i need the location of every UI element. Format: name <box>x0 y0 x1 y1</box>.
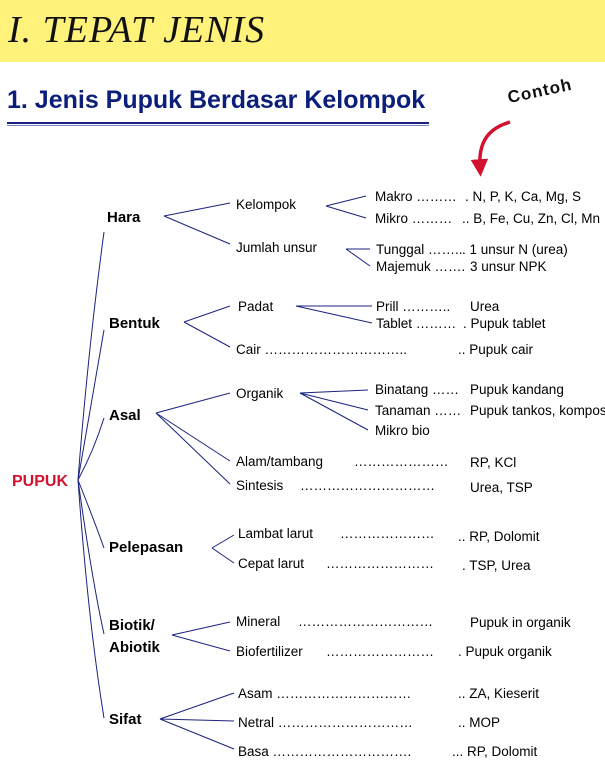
leaf-majemuk-example: 3 unsur NPK <box>470 259 547 274</box>
branch-root-hara <box>77 231 105 481</box>
biofertilizer-leader-dots: …………………… <box>326 644 434 659</box>
node-asam: Asam ………………………… <box>238 686 412 701</box>
branch-organik-mikrobio <box>299 392 369 431</box>
section-title: 1. Jenis Pupuk Berdasar Kelompok <box>7 86 426 114</box>
category-sifat: Sifat <box>109 711 142 728</box>
branch-sifat-basa <box>159 718 235 750</box>
branch-kelompok-mikro <box>325 205 367 219</box>
branch-pelepasan-cepat <box>211 547 235 564</box>
branch-root-sifat <box>77 479 105 719</box>
branch-kelompok-makro <box>325 195 367 207</box>
leaf-binatang-example: Pupuk kandang <box>470 382 564 397</box>
branch-root-asal <box>77 417 105 481</box>
leaf-prill-example: Urea <box>470 299 500 314</box>
branch-root-bentuk <box>77 329 105 481</box>
category-pelepasan: Pelepasan <box>109 539 184 556</box>
branch-organik-tanaman <box>299 392 369 411</box>
section-underline <box>7 122 429 124</box>
leaf-tanaman: Tanaman …… <box>375 403 462 418</box>
branch-pelepasan-lambat <box>211 534 235 549</box>
branch-root-pelepasan <box>77 479 105 549</box>
leaf-asam-example: .. ZA, Kieserit <box>458 686 540 701</box>
leaf-netral-example: .. MOP <box>458 715 501 730</box>
node-lambat-larut: Lambat larut <box>238 526 314 541</box>
leaf-majemuk: Majemuk ……. <box>376 259 466 274</box>
cepat-leader-dots: …………………… <box>326 556 434 571</box>
branch-sifat-netral <box>159 718 235 722</box>
branch-asal-organik <box>155 392 231 414</box>
sintesis-leader-dots: ………………………… <box>300 478 435 493</box>
category-hara: Hara <box>107 209 141 226</box>
node-netral: Netral ………………………… <box>238 715 413 730</box>
leaf-tanaman-example: Pupuk tankos, kompos <box>470 403 605 418</box>
branch-bentuk-cair <box>183 321 231 348</box>
branch-biotik-biofertilizer <box>171 634 231 652</box>
leaf-binatang: Binatang …… <box>375 382 460 397</box>
leaf-tablet-example: . Pupuk tablet <box>463 316 546 331</box>
leaf-alam-example: RP, KCl <box>470 455 517 470</box>
node-sintesis: Sintesis <box>236 478 284 493</box>
branch-padat-tablet <box>295 305 373 324</box>
contoh-arrow <box>470 120 511 177</box>
title-banner: I. TEPAT JENIS <box>0 0 605 62</box>
leaf-mineral-example: Pupuk in organik <box>470 615 571 630</box>
category-biotik: Biotik/ <box>109 617 155 634</box>
leaf-basa-example: ... RP, Dolomit <box>452 744 538 759</box>
alam-leader-dots: ………………… <box>354 454 449 469</box>
leaf-makro-example: . N, P, K, Ca, Mg, S <box>465 189 582 204</box>
leaf-tablet: Tablet ……… <box>376 316 457 331</box>
node-padat: Padat <box>238 299 274 314</box>
node-cair: Cair ………………………….. <box>236 342 408 357</box>
branch-hara-jumlah <box>163 215 231 245</box>
node-basa: Basa …………………………. <box>238 744 412 759</box>
leaf-lambat-example: .. RP, Dolomit <box>458 529 540 544</box>
branch-root-biotik <box>77 479 105 635</box>
branch-sifat-asam <box>159 692 235 720</box>
leaf-mikro-bio: Mikro bio <box>375 423 430 438</box>
mineral-leader-dots: ………………………… <box>298 614 433 629</box>
root-node-pupuk: PUPUK <box>12 473 69 490</box>
branch-hara-kelompok <box>163 202 231 217</box>
node-alam-tambang: Alam/tambang <box>236 454 324 469</box>
branch-organik-binatang <box>299 389 369 394</box>
leaf-biofertilizer-example: . Pupuk organik <box>458 644 552 659</box>
banner-title: I. TEPAT JENIS <box>8 9 266 51</box>
node-kelompok: Kelompok <box>236 197 297 212</box>
leaf-cair-example: .. Pupuk cair <box>458 342 534 357</box>
branch-biotik-mineral <box>171 621 231 636</box>
leaf-tunggal-example: . 1 unsur N (urea) <box>462 242 568 257</box>
leaf-cepat-example: . TSP, Urea <box>462 558 531 573</box>
category-bentuk: Bentuk <box>109 315 160 332</box>
node-mineral: Mineral <box>236 614 281 629</box>
leaf-prill: Prill ……….. <box>376 299 451 314</box>
node-biofertilizer: Biofertilizer <box>236 644 303 659</box>
branch-asal-alam <box>155 412 231 462</box>
leaf-sintesis-example: Urea, TSP <box>470 480 533 495</box>
leaf-tunggal: Tunggal …….. <box>376 242 463 257</box>
section-underline-shadow <box>7 125 429 126</box>
node-organik: Organik <box>236 386 284 401</box>
node-cepat-larut: Cepat larut <box>238 556 305 571</box>
category-abiotik: Abiotik <box>109 639 160 656</box>
lambat-leader-dots: ………………… <box>340 526 435 541</box>
leaf-mikro: Mikro ……… <box>375 211 453 226</box>
node-jumlah-unsur: Jumlah unsur <box>236 240 318 255</box>
leaf-mikro-example: .. B, Fe, Cu, Zn, Cl, Mn <box>462 211 601 226</box>
leaf-makro: Makro ……… <box>375 189 457 204</box>
branch-bentuk-padat <box>183 305 231 323</box>
branch-jumlah-majemuk <box>345 248 371 267</box>
category-asal: Asal <box>109 407 141 424</box>
branch-asal-sintesis <box>155 412 231 485</box>
